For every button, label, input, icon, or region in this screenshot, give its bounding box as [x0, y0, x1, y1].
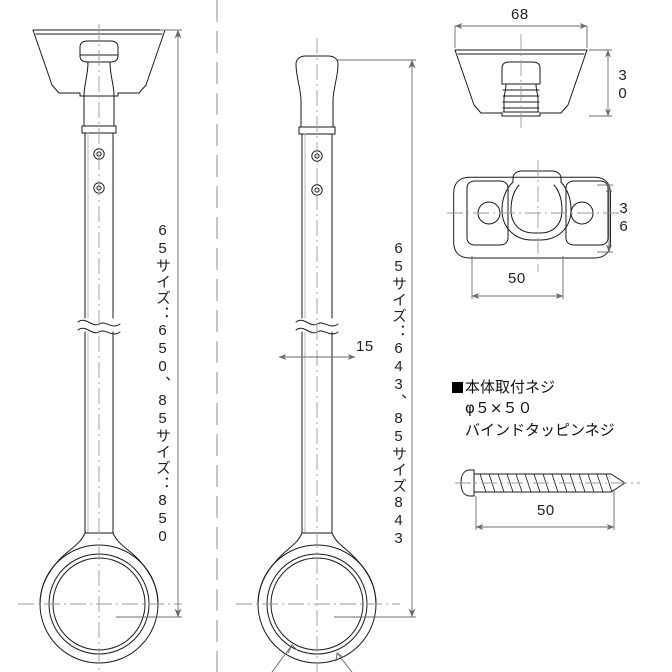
- pipe-diameter-label: 15: [356, 338, 374, 355]
- note-line-1: 本体取付ネジ: [452, 377, 615, 398]
- bracket-width-label: 50: [508, 270, 526, 287]
- center-lines: [18, 24, 640, 672]
- bracket-height-label: 36: [615, 200, 632, 236]
- note-line-3: バインドタッピンネジ: [465, 420, 615, 439]
- mounting-screw-note: 本体取付ネジ φ５×５０ バインドタッピンネジ: [452, 377, 615, 441]
- cap-width-label: 68: [511, 6, 529, 23]
- bullet-square-icon: [452, 382, 463, 393]
- cap-height-label: 30: [614, 67, 631, 103]
- dimension-lines: [116, 23, 615, 618]
- note-title: 本体取付ネジ: [465, 378, 556, 396]
- view2-height-label: 65サイズ：643、85サイズ843: [390, 240, 407, 548]
- view1-height-label: 65サイズ：650、85サイズ：850: [154, 222, 171, 546]
- screw-length-label: 50: [537, 502, 555, 519]
- note-line-2: φ５×５０: [465, 399, 533, 418]
- detail-mounting-bracket-geometry: [453, 170, 611, 259]
